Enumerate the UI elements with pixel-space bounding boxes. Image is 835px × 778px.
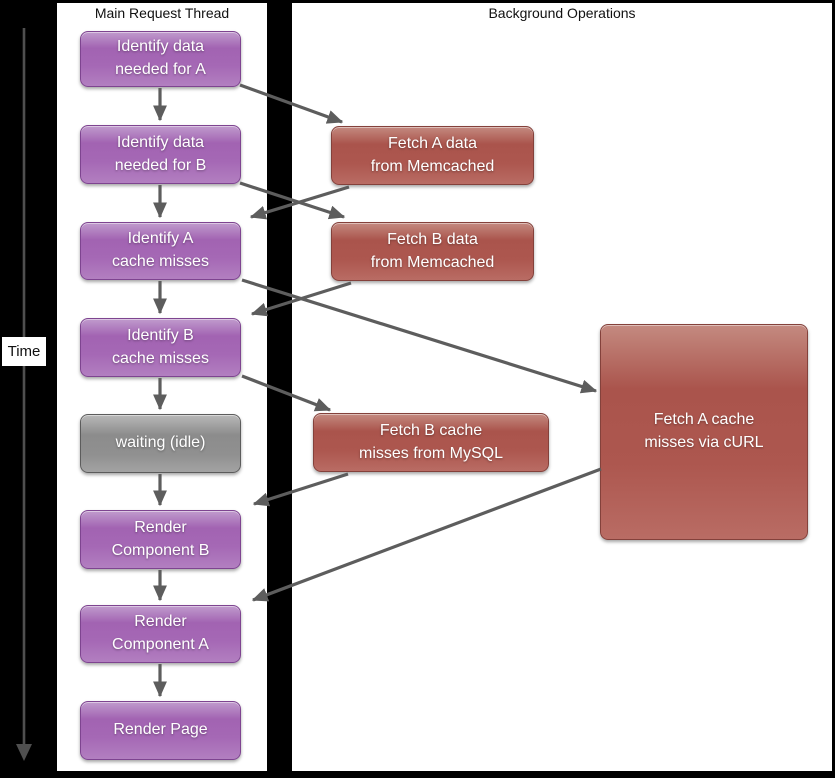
node-render-component-b: Render Component B — [80, 510, 241, 569]
node-identify-data-b-label: Identify data needed for B — [114, 133, 207, 174]
node-fetch-b-cache-misses-mysql: Fetch B cache misses from MySQL — [313, 413, 549, 472]
node-fetch-a-data-memcached-label: Fetch A data from Memcached — [370, 134, 495, 175]
time-axis-label: Time — [2, 337, 46, 366]
node-render-component-a-label: Render Component A — [112, 613, 209, 653]
node-fetch-b-cache-misses-mysql-label: Fetch B cache misses from MySQL — [358, 421, 503, 462]
node-render-component-b-label: Render Component B — [111, 518, 210, 559]
time-axis-arrow — [16, 28, 32, 761]
node-waiting-idle-label: waiting (idle) — [115, 434, 206, 452]
node-render-page: Render Page — [80, 701, 241, 760]
node-identify-a-cache-misses-label: Identify A cache misses — [112, 230, 209, 270]
node-identify-data-b: Identify data needed for B — [80, 125, 241, 184]
node-render-component-a: Render Component A — [80, 605, 241, 663]
node-fetch-a-cache-misses-curl-label: Fetch A cache misses via cURL — [644, 411, 764, 451]
background-operations-title: Background Operations — [488, 5, 636, 21]
node-identify-b-cache-misses-label: Identify B cache misses — [112, 326, 209, 367]
node-identify-a-cache-misses: Identify A cache misses — [80, 222, 241, 280]
node-fetch-a-cache-misses-curl: Fetch A cache misses via cURL — [600, 324, 808, 540]
node-identify-data-a-label: Identify data needed for A — [115, 38, 206, 78]
node-fetch-b-data-memcached-label: Fetch B data from Memcached — [370, 230, 495, 271]
node-waiting-idle: waiting (idle) — [80, 414, 241, 473]
main-request-thread-title: Main Request Thread — [94, 5, 230, 21]
node-fetch-a-data-memcached: Fetch A data from Memcached — [331, 126, 534, 185]
time-axis-arrowhead-icon — [16, 744, 32, 761]
node-render-page-label: Render Page — [113, 721, 208, 739]
node-fetch-b-data-memcached: Fetch B data from Memcached — [331, 222, 534, 281]
node-identify-data-a: Identify data needed for A — [80, 31, 241, 87]
node-identify-b-cache-misses: Identify B cache misses — [80, 318, 241, 377]
